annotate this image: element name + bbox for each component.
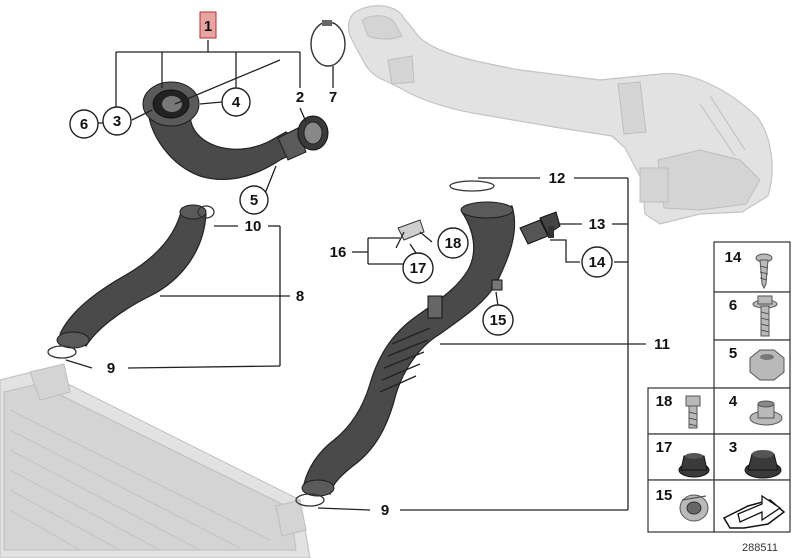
callout-6: 6 — [80, 116, 88, 133]
direction-arrow-icon — [722, 494, 786, 529]
callout-17: 17 — [410, 260, 427, 277]
callout-10: 10 — [245, 218, 262, 235]
callout-circle-14 — [581, 246, 613, 278]
callout-9-right: 9 — [381, 502, 389, 519]
callout-4: 4 — [232, 94, 241, 111]
diagram-number: 288511 — [742, 542, 778, 554]
callout-15: 15 — [490, 312, 507, 329]
legend-label-17: 17 — [656, 439, 673, 456]
charge-air-pipe-8 — [47, 204, 215, 359]
charge-air-pipe-11 — [295, 180, 549, 507]
clamp-7 — [310, 20, 346, 67]
callout-2: 2 — [296, 89, 304, 106]
callout-8: 8 — [296, 288, 304, 305]
intercooler-ghost — [0, 363, 311, 558]
callout-circle-15 — [482, 304, 514, 336]
bolt-part-18 — [685, 395, 701, 429]
legend-label-4: 4 — [729, 393, 738, 410]
grommet-part-17 — [678, 453, 710, 478]
grommet-part-4 — [749, 400, 783, 426]
callout-12: 12 — [549, 170, 566, 187]
callout-circle-4 — [221, 87, 251, 117]
callout-9-left: 9 — [107, 360, 115, 377]
highlight-box — [199, 11, 217, 39]
callout-circle-5 — [239, 185, 269, 215]
legend-cell-14 — [713, 241, 791, 293]
callout-14: 14 — [589, 254, 606, 271]
callout-16: 16 — [330, 244, 347, 261]
screw-part-14 — [755, 253, 773, 290]
legend-cell-6 — [713, 291, 791, 341]
nut-part-5 — [749, 349, 785, 381]
callout-18: 18 — [445, 235, 462, 252]
callout-5: 5 — [250, 192, 258, 209]
legend-cell-4 — [713, 387, 791, 435]
callout-circle-17 — [402, 252, 434, 284]
legend-label-5: 5 — [729, 345, 737, 362]
hose-ring-2 — [297, 115, 329, 151]
bolt-part-6 — [752, 295, 778, 337]
legend-label-3: 3 — [729, 439, 737, 456]
parts-legend: 14 6 5 4 3 18 17 15 — [647, 241, 791, 533]
legend-label-14: 14 — [725, 249, 742, 266]
callout-circle-3 — [102, 106, 132, 136]
callout-11: 11 — [654, 336, 670, 353]
grommet-part-3 — [744, 450, 782, 479]
air-intake-duct-ghost — [347, 5, 773, 225]
callout-7: 7 — [329, 89, 337, 106]
legend-label-18: 18 — [656, 393, 673, 410]
legend-label-6: 6 — [729, 297, 737, 314]
upper-charge-air-hose — [142, 81, 307, 180]
legend-cell-18 — [647, 387, 715, 435]
clip-part-15 — [679, 494, 709, 522]
legend-label-15: 15 — [656, 487, 673, 504]
callout-3: 3 — [113, 113, 121, 130]
clip-16 — [395, 219, 425, 249]
callout-13: 13 — [589, 216, 606, 233]
callout-circle-18 — [437, 227, 469, 259]
callout-1: 1 — [204, 18, 212, 35]
callout-circle-6 — [69, 109, 99, 139]
sensor-13 — [539, 211, 561, 238]
